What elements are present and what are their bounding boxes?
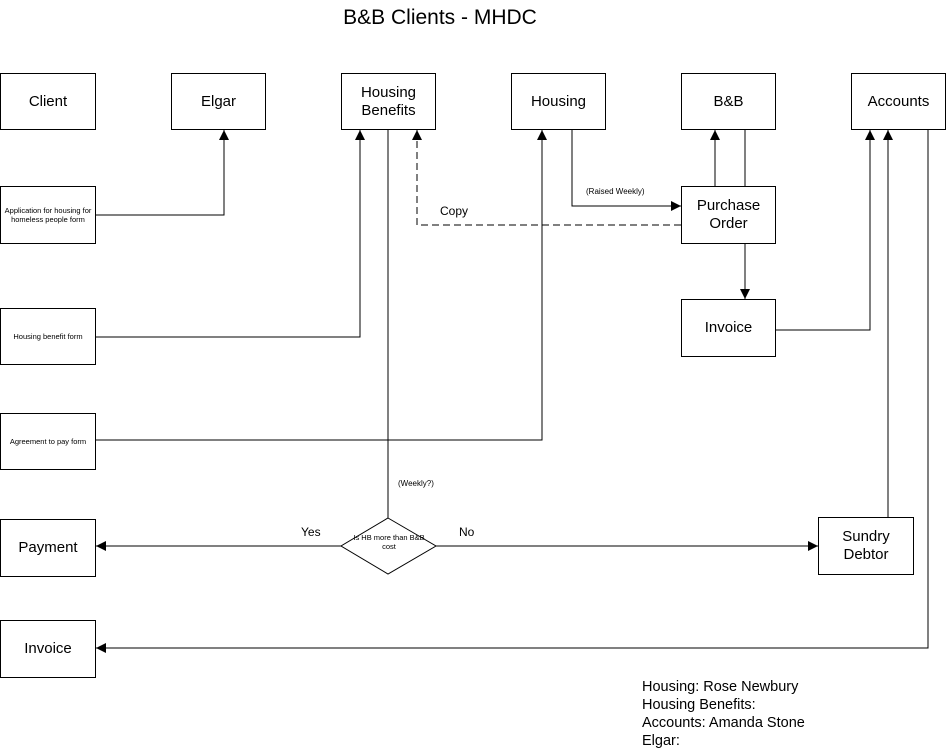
legend-elgar: Elgar: <box>642 733 680 749</box>
form-housing-benefit-label: Housing benefit form <box>13 332 83 341</box>
form-application: Application for housing for homeless peo… <box>0 186 96 244</box>
label-no: No <box>459 525 475 539</box>
form-application-label: Application for housing for homeless peo… <box>4 206 92 224</box>
arrow-housing-to-po <box>571 130 681 211</box>
lane-client-label: Client <box>28 92 68 110</box>
form-agreement-label: Agreement to pay form <box>9 437 87 446</box>
sundry-debtor-label: Sundry Debtor <box>842 528 890 563</box>
label-raised-weekly: (Raised Weekly) <box>586 187 645 196</box>
invoice-client-box: Invoice <box>0 620 96 678</box>
invoice-bnb-label: Invoice <box>704 319 753 336</box>
lane-bnb-label: B&B <box>713 92 744 110</box>
arrow-application-to-elgar <box>95 130 229 216</box>
lane-housing-label: Housing <box>530 92 587 110</box>
legend-housing-benefits: Housing Benefits: <box>642 697 756 713</box>
arrow-invoice-to-accounts <box>776 130 875 331</box>
purchase-order-label: Purchase Order <box>696 197 761 232</box>
lane-housing: Housing <box>511 73 606 130</box>
lane-housing-benefits-label: Housing Benefits <box>360 83 417 119</box>
decision-text: Is HB more than B&B cost <box>353 533 425 551</box>
lane-accounts-label: Accounts <box>867 92 930 110</box>
form-housing-benefit: Housing benefit form <box>0 308 96 365</box>
label-copy: Copy <box>440 204 469 218</box>
label-yes: Yes <box>301 525 321 539</box>
legend-housing: Housing: Rose Newbury <box>642 679 799 695</box>
lane-accounts: Accounts <box>851 73 946 130</box>
purchase-order-box: Purchase Order <box>681 186 776 244</box>
lane-client: Client <box>0 73 96 130</box>
arrow-agreement-to-housing <box>95 130 547 441</box>
label-weekly: (Weekly?) <box>398 479 434 488</box>
payment-box: Payment <box>0 519 96 577</box>
arrow-accounts-to-client-invoice <box>96 130 929 653</box>
form-agreement: Agreement to pay form <box>0 413 96 470</box>
arrow-po-copy-to-housing-benefits <box>412 130 681 226</box>
payment-label: Payment <box>18 539 78 556</box>
legend-accounts: Accounts: Amanda Stone <box>642 715 805 731</box>
lane-bnb: B&B <box>681 73 776 130</box>
lane-elgar: Elgar <box>171 73 266 130</box>
diagram-title: B&B Clients - MHDC <box>343 6 537 29</box>
sundry-debtor-box: Sundry Debtor <box>818 517 914 575</box>
lane-housing-benefits: Housing Benefits <box>341 73 436 130</box>
decision-diamond <box>340 517 437 575</box>
legend: Housing: Rose Newbury Housing Benefits: … <box>642 678 805 750</box>
invoice-client-label: Invoice <box>24 640 72 657</box>
invoice-bnb-box: Invoice <box>681 299 776 357</box>
arrow-hb-form-to-housing-benefits <box>95 130 365 338</box>
lane-elgar-label: Elgar <box>200 92 237 110</box>
